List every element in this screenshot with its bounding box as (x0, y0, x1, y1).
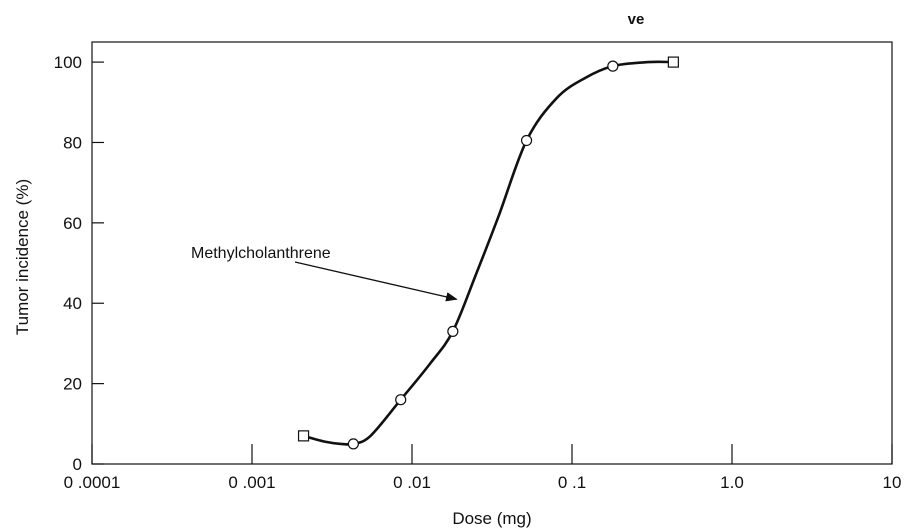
x-tick-label: 1.0 (720, 473, 744, 492)
data-point-circle (447, 325, 459, 337)
data-point-square (667, 56, 679, 68)
axes-frame (91, 41, 893, 465)
annotation-layer: Methylcholanthrene (191, 245, 458, 302)
y-tick-label: 80 (63, 133, 82, 152)
x-axis-ticks: 0 .0001 0 .001 0 .01 0 .1 1.0 10 (64, 444, 902, 492)
y-tick-label: 0 (73, 455, 82, 474)
plot-frame (91, 41, 893, 465)
x-tick-label: 0 .1 (558, 473, 586, 492)
y-axis-title: Tumor incidence (%) (13, 179, 32, 335)
data-point-square (297, 430, 310, 442)
x-tick-label: 10 (883, 473, 902, 492)
y-tick-label: 100 (54, 53, 82, 72)
y-tick-label: 60 (63, 214, 82, 233)
x-axis-title: Dose (mg) (452, 509, 531, 528)
data-point-circle (607, 60, 619, 72)
top-partial-title: ve (628, 11, 645, 28)
data-point-circle (395, 394, 407, 406)
annotation-arrow (294, 261, 458, 302)
x-tick-label: 0 .001 (228, 473, 275, 492)
series-layer (297, 56, 679, 450)
x-tick-label: 0 .01 (393, 473, 431, 492)
data-point-circle (520, 134, 533, 147)
y-tick-label: 40 (63, 294, 82, 313)
series-line (302, 60, 675, 446)
y-tick-label: 20 (63, 375, 82, 394)
data-point-circle (347, 438, 359, 450)
annotation-label: Methylcholanthrene (191, 245, 331, 262)
y-axis-ticks: 0 20 40 60 80 100 (54, 53, 104, 474)
x-tick-label: 0 .0001 (64, 473, 121, 492)
